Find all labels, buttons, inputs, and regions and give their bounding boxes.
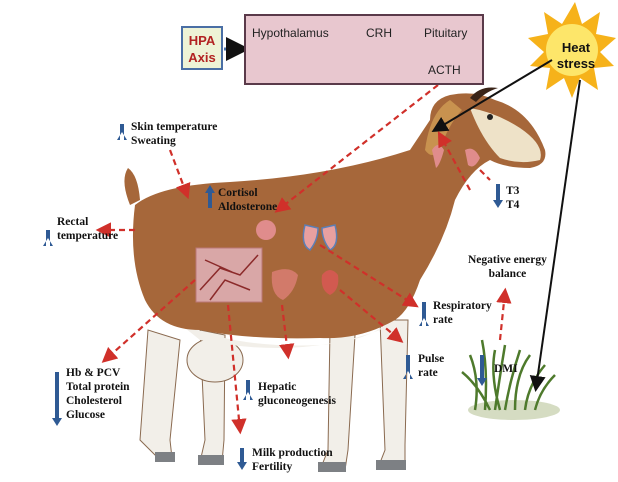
pulse-line2: rate: [418, 366, 444, 380]
blood-line4: Glucose: [66, 408, 130, 422]
cortisol-label: Cortisol Aldosterone: [218, 186, 277, 214]
hpa-axis-label: HPA Axis: [181, 26, 223, 70]
kidney-icon: [256, 220, 276, 240]
neb-line2: balance: [468, 267, 547, 281]
t3-line: T3: [506, 184, 519, 198]
rectal-temperature-label: Rectal temperature: [57, 215, 118, 243]
grass-icon: [462, 340, 560, 420]
acth-label: ACTH: [428, 63, 461, 77]
pulse-rate-label: Pulse rate: [418, 352, 444, 380]
t4-line: T4: [506, 198, 519, 212]
crh-label: CRH: [366, 26, 392, 40]
rectal-line1: Rectal: [57, 215, 118, 229]
stress-text: stress: [546, 56, 606, 72]
skin-line2: Sweating: [131, 134, 217, 148]
dmi-label: DMI: [494, 362, 518, 376]
axis-text: Axis: [183, 49, 221, 66]
milk-line2: Fertility: [252, 460, 333, 474]
pulse-line1: Pulse: [418, 352, 444, 366]
hepatic-line2: gluconeogenesis: [258, 394, 336, 408]
pituitary-label: Pituitary: [424, 26, 467, 40]
blood-line1: Hb & PCV: [66, 366, 130, 380]
milk-line1: Milk production: [252, 446, 333, 460]
hepatic-line1: Hepatic: [258, 380, 336, 394]
cortisol-line1: Cortisol: [218, 186, 277, 200]
hpa-text: HPA: [183, 32, 221, 49]
thyroid-hormone-label: T3 T4: [506, 184, 519, 212]
resp-line1: Respiratory: [433, 299, 492, 313]
negative-energy-balance-label: Negative energy balance: [468, 253, 547, 281]
blood-line2: Total protein: [66, 380, 130, 394]
hypothalamus-label: Hypothalamus: [252, 26, 329, 40]
heat-text: Heat: [546, 40, 606, 56]
blood-line3: Cholesterol: [66, 394, 130, 408]
resp-line2: rate: [433, 313, 492, 327]
skin-temperature-label: Skin temperature Sweating: [131, 120, 217, 148]
heat-stress-label: Heat stress: [546, 40, 606, 72]
vessel-patch: [196, 248, 262, 302]
rectal-line2: temperature: [57, 229, 118, 243]
blood-parameters-label: Hb & PCV Total protein Cholesterol Gluco…: [66, 366, 130, 422]
neb-line1: Negative energy: [468, 253, 547, 267]
hepatic-gluconeogenesis-label: Hepatic gluconeogenesis: [258, 380, 336, 408]
skin-line1: Skin temperature: [131, 120, 217, 134]
cortisol-line2: Aldosterone: [218, 200, 277, 214]
respiratory-rate-label: Respiratory rate: [433, 299, 492, 327]
milk-fertility-label: Milk production Fertility: [252, 446, 333, 474]
